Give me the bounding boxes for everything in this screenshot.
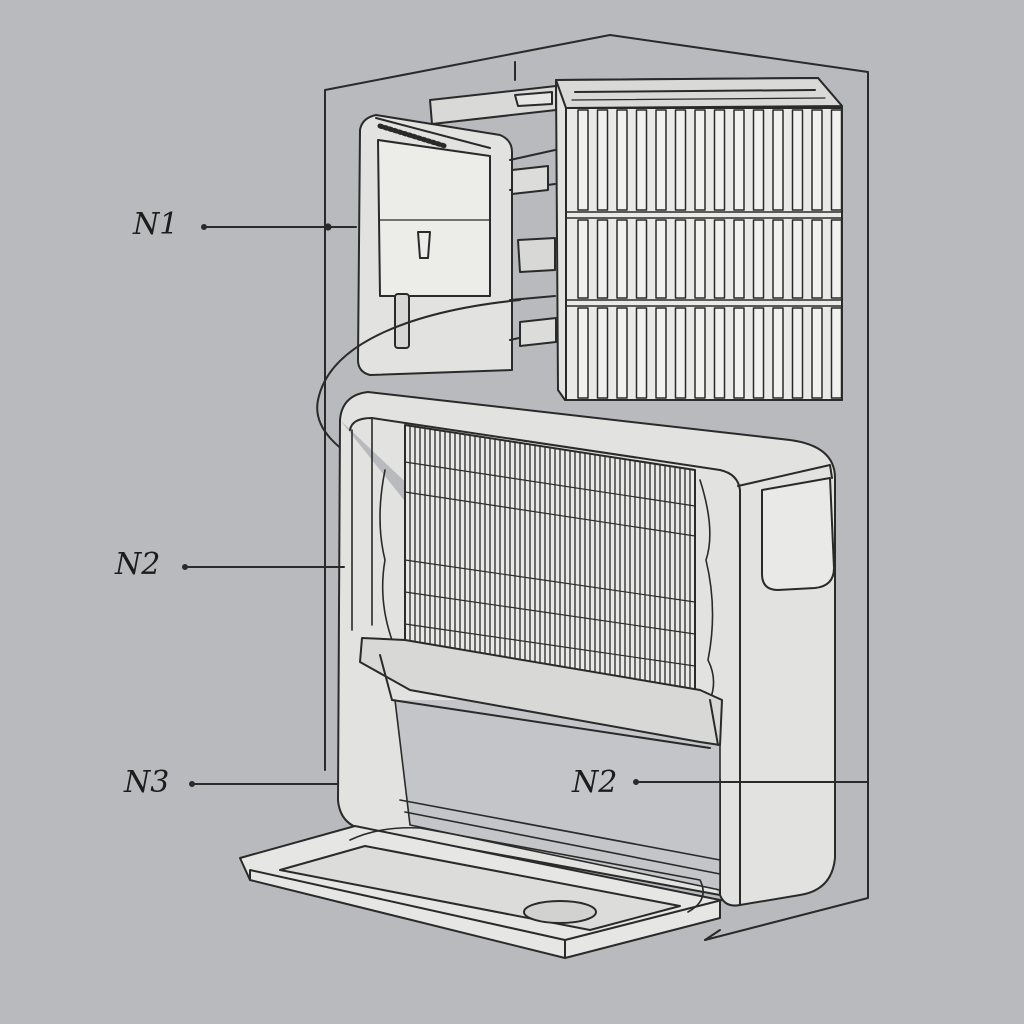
grille-bar [577,109,589,211]
grille-bar [811,109,823,211]
grille-bar [635,109,648,211]
grille-bar [713,307,726,399]
callout-label-n2-left: N2 [115,547,161,582]
grille-bar [577,219,589,299]
grille-bar [655,219,667,299]
grille-bar [830,219,843,299]
callout-label-n3: N3 [124,765,170,800]
grille-bar [655,109,667,211]
grille-bar [830,307,843,399]
grille-bar [733,219,745,299]
grille-bar [791,219,804,299]
grille-bar [713,219,726,299]
leader-lines [182,223,869,787]
grille-bar [596,109,609,211]
grille-bar [772,219,784,299]
heat-exchanger-coil [359,424,723,746]
grille-bar [811,219,823,299]
upper-shroud [357,85,557,376]
grille-bar [694,307,706,399]
grille-bar [791,307,804,399]
grille-bar [713,109,726,211]
grille-bar [752,109,765,211]
grille-bar [694,219,706,299]
grille-bar [616,219,628,299]
grille-bar [772,307,784,399]
grille-bar [674,307,687,399]
grille-bar [752,307,765,399]
callout-label-n2-right: N2 [572,765,618,800]
grille-bar [811,307,823,399]
grille-bar [791,109,804,211]
grille-bar [694,109,706,211]
callout-label-n1: N1 [133,207,179,242]
grille-bar [577,307,589,399]
grille-bar [772,109,784,211]
grille-bar [616,307,628,399]
grille-bar [752,219,765,299]
upper-filter-grille [555,77,843,401]
grille-bar [635,219,648,299]
grille-bar [616,109,628,211]
grille-bar [674,219,687,299]
grille-bar [655,307,667,399]
grille-bar [635,307,648,399]
grille-bar [674,109,687,211]
grille-bar [733,109,745,211]
grille-bar [596,307,609,399]
grille-bar [733,307,745,399]
grille-bar [596,219,609,299]
water-tray [239,825,723,959]
grille-bar [830,109,843,211]
